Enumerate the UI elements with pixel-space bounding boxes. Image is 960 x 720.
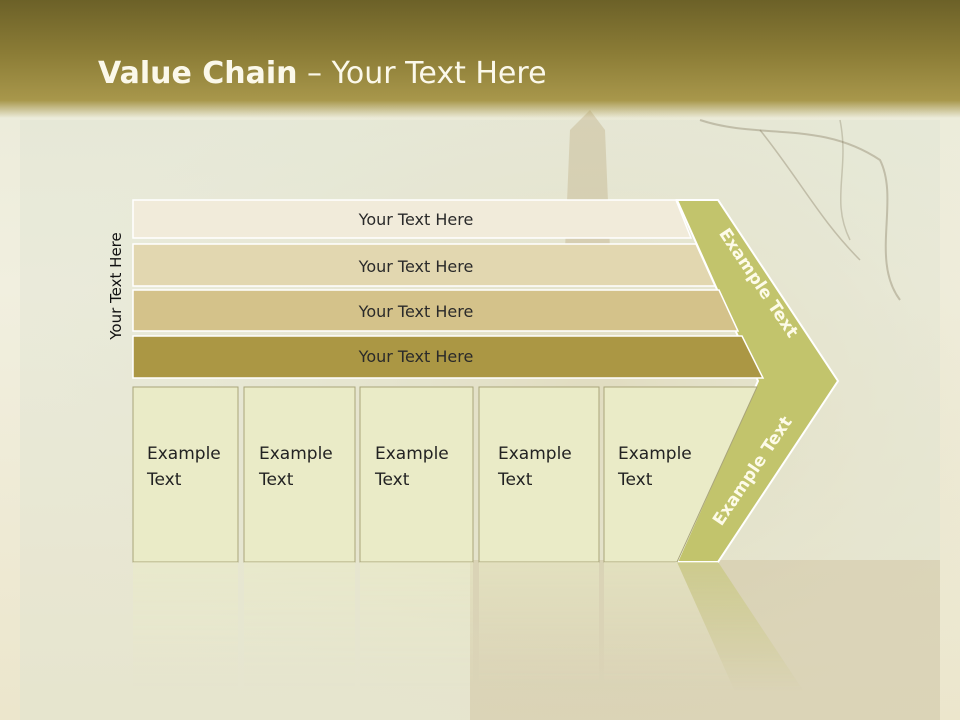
card-2-line1: Example [259,444,333,464]
card-group [132,386,758,563]
bar-2-label: Your Text Here [358,257,474,276]
bar-4-label: Your Text Here [358,347,474,366]
title-band [0,0,960,118]
card-1-line1: Example [147,444,221,464]
card-4 [478,386,600,563]
title-bold: Value Chain [98,56,298,91]
card-3-line1: Example [375,444,449,464]
bar-1-label: Your Text Here [358,210,474,229]
bar-1 [132,199,693,239]
card-2-line2: Text [258,470,294,490]
card-1-line2: Text [146,470,182,490]
card-4-line2: Text [497,470,533,490]
card-2 [243,386,356,563]
card-3-line2: Text [374,470,410,490]
slide-title: Value Chain – Your Text Here [98,56,547,91]
bar-3-label: Your Text Here [358,302,474,321]
bar-4 [132,335,765,379]
bar-3 [132,289,740,332]
card-5-line2: Text [617,470,653,490]
title-rest: – Your Text Here [297,56,547,91]
card-4-line1: Example [498,444,572,464]
reflection [133,562,823,720]
card-1 [132,386,239,563]
bar-2 [132,243,717,287]
card-5-line1: Example [618,444,692,464]
